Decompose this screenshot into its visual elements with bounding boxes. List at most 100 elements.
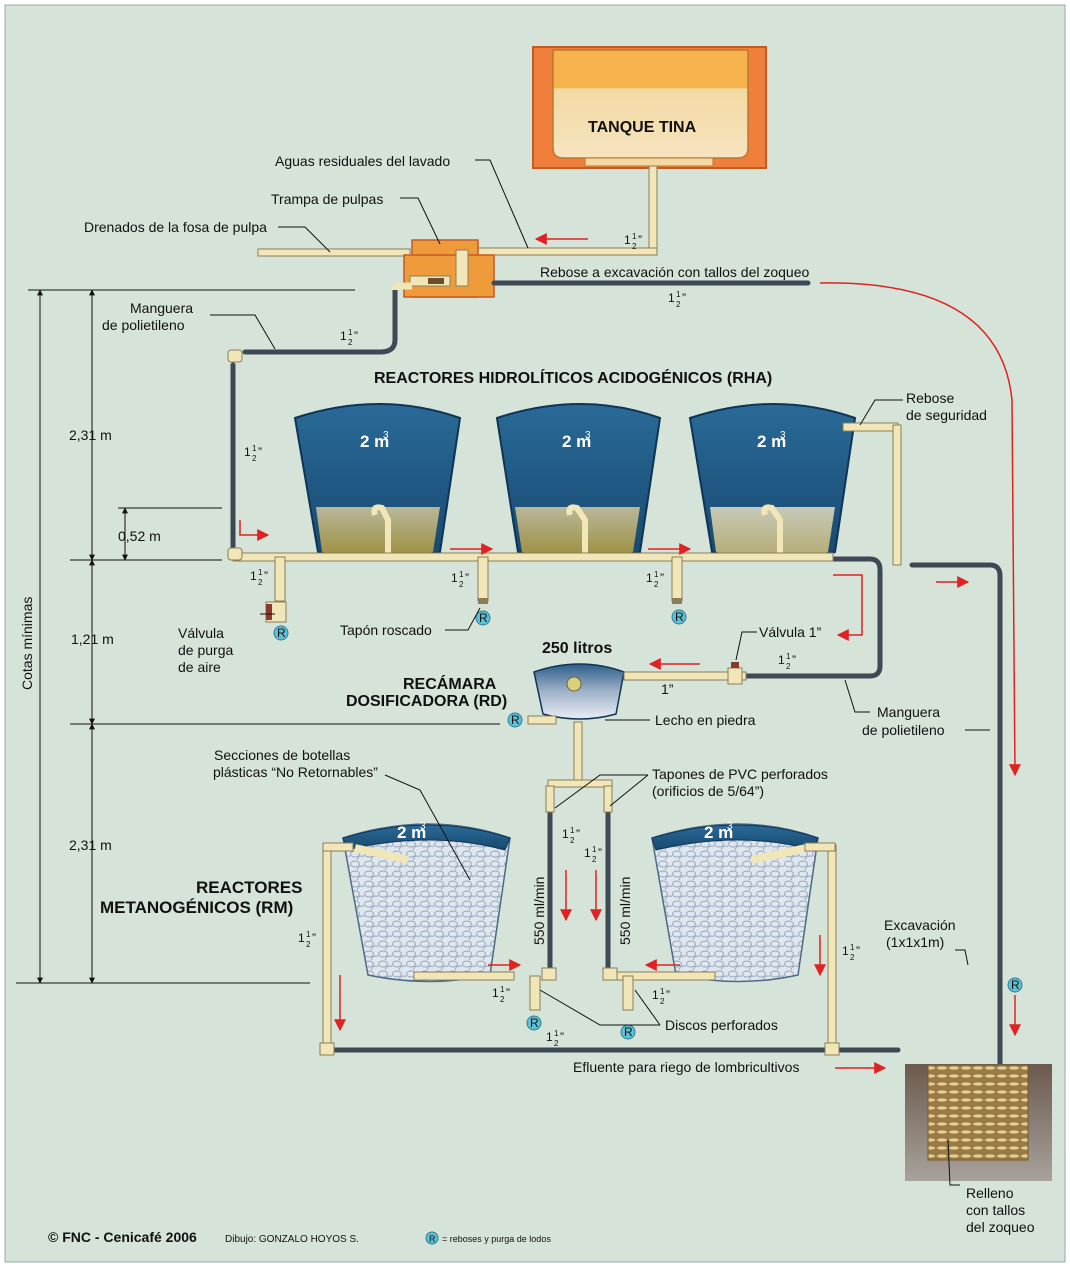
valvula-purga-3: de aire: [178, 659, 221, 675]
pipe-size-den-9: 2: [570, 836, 575, 845]
r-label-legend: R: [429, 1234, 436, 1244]
pipe-size-label-1: 1: [668, 291, 675, 305]
manguera-label-1: Manguera: [130, 300, 193, 316]
pipe-size-den-10: 2: [592, 855, 597, 864]
pipe-size-label-14: 1: [546, 1030, 553, 1044]
purge-valve-handle: [266, 604, 272, 620]
rm-1-exp: 3: [420, 821, 426, 832]
r-label-2: R: [479, 611, 488, 625]
rm-title-2: METANOGÉNICOS (RM): [100, 898, 293, 917]
rm-tank-2: [604, 823, 819, 983]
pipe-size-den-14: 2: [554, 1039, 559, 1048]
efluente-label: Efluente para riego de lombricultivos: [573, 1059, 799, 1075]
pipe-size-mark-8: ”: [312, 931, 316, 945]
pipe-size-den-8: 2: [306, 940, 311, 949]
tapones-2: (orificios de 5/64”): [652, 783, 764, 799]
pipe-size-num-0: 1: [632, 232, 637, 241]
manguera-b-1: Manguera: [877, 704, 940, 720]
relleno-2: con tallos: [966, 1202, 1025, 1218]
pipe-size-den-6: 2: [654, 580, 659, 589]
pipe-size-mark-7: ”: [792, 653, 796, 667]
pipe-size-label-3: 1: [244, 445, 251, 459]
pipe-size-mark-1: ”: [682, 291, 686, 305]
rm-1-volume: 2 m: [397, 823, 426, 842]
leader-lines: [210, 159, 990, 1186]
dim-231-bottom: 2,31 m: [69, 837, 112, 853]
r-label-7: R: [1011, 978, 1020, 992]
pipe-size-mark-14: ”: [560, 1030, 564, 1044]
one-inch-label: 1”: [661, 681, 674, 697]
pipe-size-num-6: 1: [654, 570, 659, 579]
excavacion-pit: [905, 1064, 1052, 1181]
pipe-size-mark-9: ”: [576, 827, 580, 841]
pipe-size-mark-5: ”: [465, 571, 469, 585]
dim-231-top: 2,31 m: [69, 427, 112, 443]
manguera-label-2: de polietileno: [102, 317, 185, 333]
tapon-roscado-label: Tapón roscado: [340, 622, 432, 638]
top-light-pipes: [257, 165, 658, 257]
excavacion-2: (1x1x1m): [886, 934, 944, 950]
rm-title-1: REACTORES: [196, 878, 302, 897]
pipe-size-den-4: 2: [258, 578, 263, 587]
lecho-piedra-label: Lecho en piedra: [655, 712, 756, 728]
rha-3-volume: 2 m: [757, 432, 786, 451]
pipe-size-num-10: 1: [592, 845, 597, 854]
dibujo-credit: Dibujo: GONZALO HOYOS S.: [225, 1234, 359, 1245]
flow-rate-right: 550 ml/min: [617, 877, 633, 945]
rebose-seguridad-2: de seguridad: [906, 407, 987, 423]
excavacion-1: Excavación: [884, 917, 956, 933]
pipe-size-label-7: 1: [778, 653, 785, 667]
valvula-1-label: Válvula 1”: [759, 624, 822, 640]
pipe-size-label-4: 1: [250, 569, 257, 583]
dim-052: 0,52 m: [118, 528, 161, 544]
pipe-size-mark-4: ”: [264, 569, 268, 583]
rha-tank-2: [495, 403, 662, 560]
pipe-size-num-13: 1: [660, 987, 665, 996]
250-litros-label: 250 litros: [542, 640, 612, 657]
rm-2-volume: 2 m: [704, 823, 733, 842]
pipe-size-num-5: 1: [459, 570, 464, 579]
drenados-fosa-label: Drenados de la fosa de pulpa: [84, 219, 267, 235]
rha-tank-3: [688, 403, 857, 560]
pipe-size-den-7: 2: [786, 662, 791, 671]
relleno-1: Relleno: [966, 1185, 1014, 1201]
pipe-size-num-3: 1: [252, 444, 257, 453]
pipe-size-label-12: 1: [492, 986, 499, 1000]
legend-r: = reboses y purga de lodos: [442, 1234, 551, 1244]
pipe-size-den-13: 2: [660, 997, 665, 1006]
pipe-size-label-2: 1: [340, 329, 347, 343]
recamara-dosificadora: [527, 662, 747, 813]
dim-121: 1,21 m: [71, 631, 114, 647]
secciones-2: plásticas “No Retornables”: [213, 764, 378, 780]
pipe-size-mark-6: ”: [660, 571, 664, 585]
r-label-1: R: [277, 626, 286, 640]
rha-2-exp: 3: [585, 430, 591, 441]
pipe-size-mark-13: ”: [666, 988, 670, 1002]
copyright: © FNC - Cenicafé 2006: [48, 1229, 197, 1245]
rha-tank-1: [293, 403, 462, 560]
tapon-roscado-cap: [478, 598, 488, 604]
rd-title-1: RECÁMARA: [403, 674, 497, 693]
dark-hoses: [230, 280, 1003, 1067]
rebose-seguridad-1: Rebose: [906, 390, 954, 406]
pipe-size-mark-11: ”: [856, 944, 860, 958]
pipe-size-mark-3: ”: [258, 445, 262, 459]
pipe-size-mark-2: ”: [354, 329, 358, 343]
manguera-b-2: de polietileno: [862, 722, 945, 738]
flow-rate-left: 550 ml/min: [531, 877, 547, 945]
tapones-1: Tapones de PVC perforados: [652, 766, 828, 782]
cotas-minimas-label: Cotas mínimas: [19, 597, 35, 690]
tanque-tina: TANQUE TINA: [532, 46, 767, 169]
rha-3-exp: 3: [780, 430, 786, 441]
discos-label: Discos perforados: [665, 1017, 778, 1033]
pipe-size-den-12: 2: [500, 995, 505, 1004]
pipe-size-mark-10: ”: [598, 846, 602, 860]
rm-tank-1: [342, 823, 515, 983]
pipe-size-num-2: 1: [348, 328, 353, 337]
pipe-size-mark-0: ”: [638, 233, 642, 247]
pipe-size-num-9: 1: [570, 826, 575, 835]
pipe-size-label-0: 1: [624, 233, 631, 247]
valvula-purga-1: Válvula: [178, 625, 224, 641]
